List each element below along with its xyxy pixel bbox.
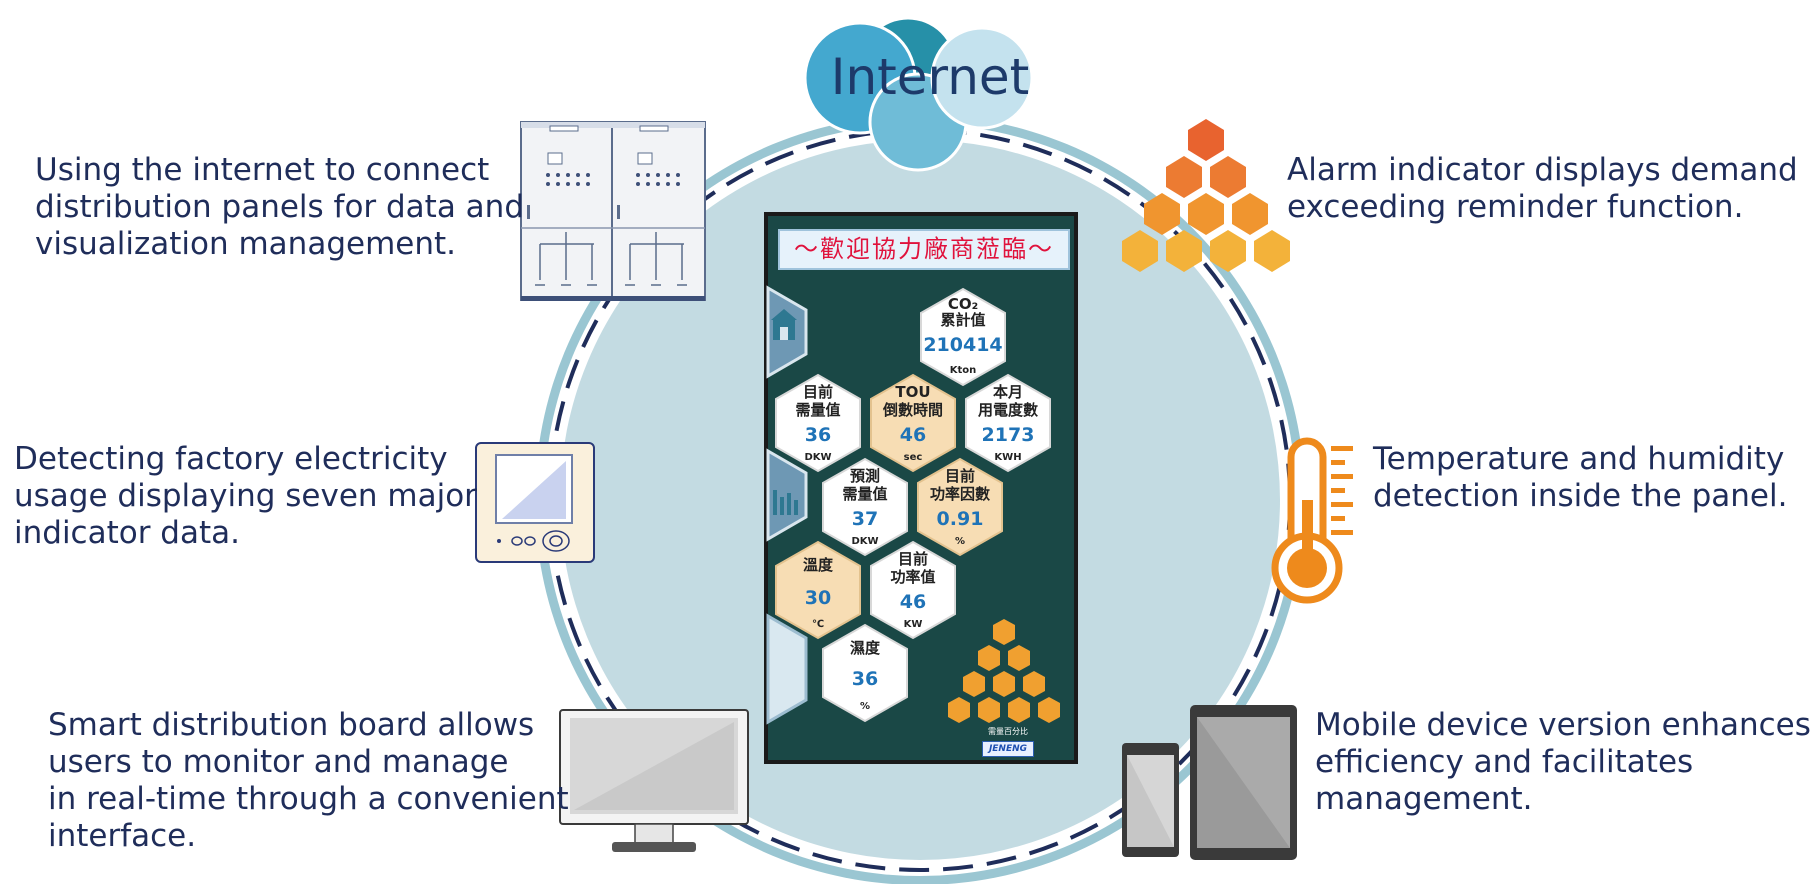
hex-value: 0.91: [936, 508, 984, 530]
hex-unit: ℃: [811, 619, 825, 630]
hex-unit: KWH: [994, 452, 1022, 463]
hex-label: CO₂: [947, 295, 979, 313]
feature-line: efficiency and facilitates: [1315, 744, 1694, 780]
hex-label: 功率值: [890, 568, 936, 586]
feature-electricity-detect: Detecting factory electricity usage disp…: [14, 441, 477, 552]
feature-line: Detecting factory electricity: [14, 441, 448, 477]
hex-unit: %: [859, 701, 871, 712]
hex-shape: [822, 457, 908, 557]
hex-shape: [965, 373, 1051, 473]
hex-label: 用電度數: [977, 401, 1038, 419]
hex-unit: KW: [903, 619, 923, 630]
feature-mobile: Mobile device version enhances efficienc…: [1315, 707, 1811, 818]
hex-value: 37: [851, 508, 879, 530]
hex-shape: [775, 540, 861, 640]
mobile-devices-icon: [1122, 705, 1297, 860]
hex-shape: [822, 623, 908, 723]
hex-current-power: 目前 功率值 46 KW: [868, 540, 958, 640]
demand-percent-label: 需量百分比: [988, 727, 1028, 736]
hex-power-factor: 目前 功率因數 0.91 %: [915, 457, 1005, 557]
hex-shape: [870, 540, 956, 640]
hex-shape: [870, 373, 956, 473]
hex-value: 30: [804, 587, 832, 609]
hex-shape: [920, 287, 1006, 387]
hex-label: 倒數時間: [882, 401, 943, 419]
feature-line: usage displaying seven major: [14, 478, 477, 514]
hex-unit: DKW: [804, 452, 832, 463]
hex-label: 溫度: [802, 556, 833, 574]
alarm-hexagon-icon: [1122, 119, 1290, 272]
hex-label: 預測: [849, 467, 880, 485]
hex-value: 36: [851, 668, 879, 690]
hex-predicted-demand: 預測 需量值 37 DKW: [820, 457, 910, 557]
feature-line: Using the internet to connect: [35, 152, 490, 188]
feature-line: Mobile device version enhances: [1315, 707, 1811, 743]
hex-label: 累計值: [940, 311, 986, 329]
feature-line: Alarm indicator displays demand: [1287, 152, 1798, 188]
feature-line: exceeding reminder function.: [1287, 189, 1744, 225]
hex-label: 濕度: [849, 639, 880, 657]
hex-unit: sec: [903, 452, 923, 463]
hex-current-demand: 目前 需量值 36 DKW: [773, 373, 863, 473]
hex-label: 目前: [897, 550, 928, 568]
hex-unit: DKW: [851, 536, 879, 547]
hex-label: 目前: [802, 383, 833, 401]
feature-line: users to monitor and manage: [48, 744, 509, 780]
welcome-banner: ～歡迎協力廠商蒞臨～: [778, 229, 1070, 270]
hex-tou: TOU 倒數時間 46 sec: [868, 373, 958, 473]
feature-line: visualization management.: [35, 226, 456, 262]
feature-line: distribution panels for data and: [35, 189, 525, 225]
hex-label: 需量值: [795, 401, 841, 419]
hex-unit: Kton: [949, 365, 977, 376]
hex-value: 46: [899, 424, 927, 446]
feature-line: detection inside the panel.: [1373, 478, 1788, 514]
feature-line: in real-time through a convenient: [48, 781, 569, 817]
feature-line: management.: [1315, 781, 1533, 817]
internet-cloud-icon: [803, 16, 1034, 172]
hex-label: 需量值: [842, 485, 888, 503]
hex-value: 46: [899, 591, 927, 613]
hex-shape: [917, 457, 1003, 557]
hex-label: TOU: [895, 383, 931, 401]
feature-line: interface.: [48, 818, 197, 854]
hex-label: 目前: [944, 467, 975, 485]
feature-smart-board: Smart distribution board allows users to…: [48, 707, 569, 855]
feature-line: Temperature and humidity: [1373, 441, 1785, 477]
hex-co2: CO₂ 累計值 210414 Kton: [918, 287, 1008, 387]
wall-controller-icon: [475, 442, 595, 563]
brand-logo: JENENG: [982, 741, 1034, 757]
feature-alarm: Alarm indicator displays demand exceedin…: [1287, 152, 1798, 226]
hex-value: 210414: [923, 334, 1003, 356]
internet-title: Internet: [830, 48, 1030, 106]
hex-humidity: 濕度 36 %: [820, 623, 910, 723]
feature-temperature: Temperature and humidity detection insid…: [1373, 441, 1787, 515]
feature-line: Smart distribution board allows: [48, 707, 535, 743]
hex-label: 功率因數: [929, 485, 990, 503]
hex-value: 2173: [981, 424, 1035, 446]
hex-label: 本月: [992, 383, 1023, 401]
hex-value: 36: [804, 424, 832, 446]
hex-unit: %: [954, 536, 966, 547]
feature-line: indicator data.: [14, 515, 240, 551]
hex-shape: [775, 373, 861, 473]
distribution-panel-icon: [520, 121, 706, 301]
monitor-icon: [559, 709, 749, 852]
hex-temperature: 溫度 30 ℃: [773, 540, 863, 640]
thermometer-icon: [1271, 437, 1353, 604]
feature-panel-connect: Using the internet to connect distributi…: [35, 152, 524, 263]
hex-monthly-kwh: 本月 用電度數 2173 KWH: [963, 373, 1053, 473]
